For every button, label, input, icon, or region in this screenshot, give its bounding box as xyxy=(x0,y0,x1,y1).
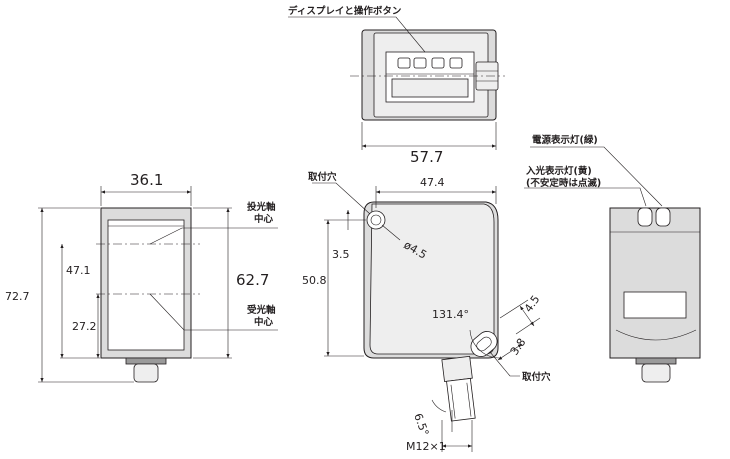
label-display-buttons: ディスプレイと操作ボタン xyxy=(288,5,401,17)
dim-cable-angle: 6.5° xyxy=(411,412,431,438)
top-view: 57.7 ディスプレイと操作ボタン xyxy=(288,5,505,166)
rear-view-body xyxy=(609,207,701,359)
dim-top-width: 57.7 xyxy=(410,148,443,166)
mount-hole-top xyxy=(366,210,386,230)
label-mount-hole-bottom: 取付穴 xyxy=(522,371,551,383)
dim-side-height: 50.8 xyxy=(302,274,327,287)
rear-view: 電源表示灯(緑) 入光表示灯(黄) (不安定時は点滅) xyxy=(524,134,701,383)
rear-label-area xyxy=(623,291,687,319)
rear-connector-base xyxy=(635,357,677,365)
dim-slot-length: 3.8 xyxy=(508,336,529,358)
label-receive-led-1: 入光表示灯(黄) xyxy=(525,165,592,177)
dim-thread: M12×1 xyxy=(406,440,446,453)
side-view-panel xyxy=(369,203,495,355)
label-receive-led-2: (不安定時は点滅) xyxy=(526,177,601,189)
label-emitter-axis-1: 投光軸 xyxy=(247,201,276,213)
label-mount-hole-top: 取付穴 xyxy=(308,171,337,183)
operation-button-4 xyxy=(449,57,463,69)
dim-total-height: 72.7 xyxy=(5,290,30,303)
side-view: 47.4 50.8 3.5 ø4.5 取付穴 131.4° 4.5 3.8 取付… xyxy=(302,171,551,453)
label-emitter-axis-2: 中心 xyxy=(254,213,274,225)
dim-emitter-height: 47.1 xyxy=(66,264,91,277)
dim-front-height: 62.7 xyxy=(236,271,269,289)
dim-receiver-height: 27.2 xyxy=(72,320,97,333)
dim-side-width: 47.4 xyxy=(420,176,445,189)
operation-button-2 xyxy=(413,57,427,69)
dim-hole-offset: 3.5 xyxy=(332,248,350,261)
label-receiver-axis-2: 中心 xyxy=(254,316,274,328)
side-cable xyxy=(446,377,476,422)
rear-connector xyxy=(641,363,671,383)
receive-led xyxy=(655,207,671,227)
dim-front-width: 36.1 xyxy=(130,171,163,189)
dim-slot-width: 4.5 xyxy=(522,293,543,315)
display-screen xyxy=(391,78,469,98)
front-connector xyxy=(133,363,159,383)
side-connector xyxy=(441,355,473,383)
front-view-lens xyxy=(107,219,185,351)
operation-button-3 xyxy=(431,57,445,69)
front-connector-base xyxy=(125,357,167,365)
operation-button-1 xyxy=(397,57,411,69)
front-view: 36.1 72.7 47.1 27.2 62.7 投光軸 中心 受光軸 中心 xyxy=(5,171,278,383)
power-led xyxy=(637,207,653,227)
label-power-led: 電源表示灯(緑) xyxy=(532,134,598,146)
label-receiver-axis-1: 受光軸 xyxy=(247,304,276,316)
mount-slot-bottom xyxy=(470,331,498,357)
dim-angle: 131.4° xyxy=(432,308,469,321)
